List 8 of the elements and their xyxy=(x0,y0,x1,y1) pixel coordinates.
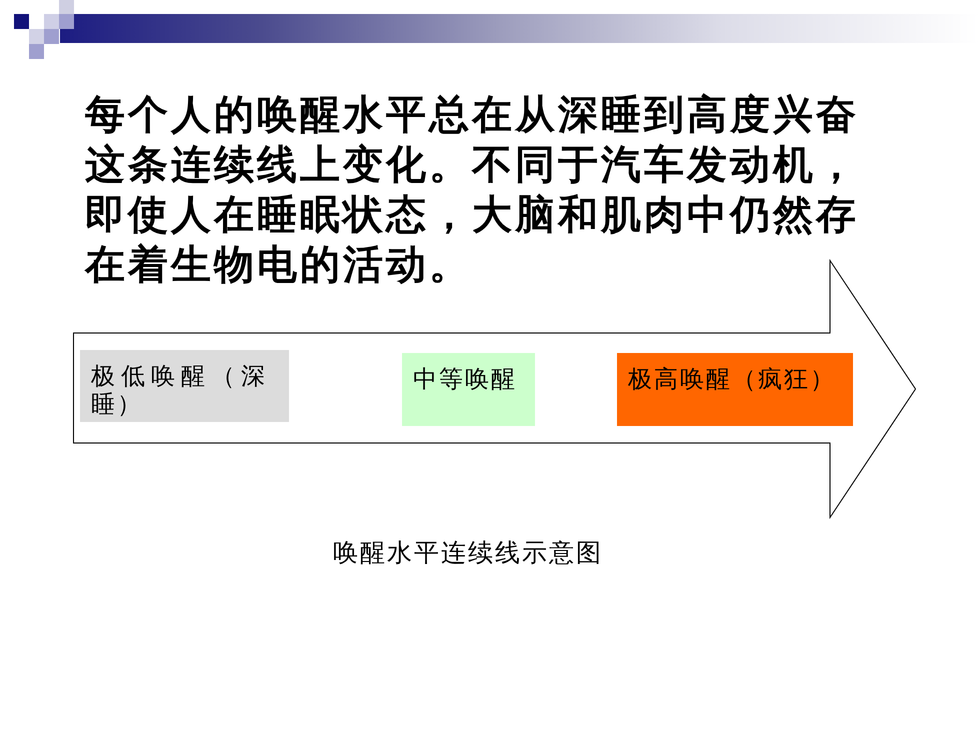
level-box xyxy=(617,353,853,426)
level-label: 极高唤醒（疯狂） xyxy=(628,365,837,393)
level-box xyxy=(80,350,289,422)
level-label: 中等唤醒 xyxy=(413,365,518,393)
level-box xyxy=(402,353,535,426)
figure-caption: 唤醒水平连续线示意图 xyxy=(332,538,604,568)
body-paragraph: 每个人的唤醒水平总在从深睡到高度兴奋这条连续线上变化。不同于汽车发动机，即使人在睡眠状态，大脑和肌肉中仍然存在着生物电的活动。 xyxy=(85,91,860,290)
level-label: 极低唤醒（深睡） xyxy=(91,362,267,418)
